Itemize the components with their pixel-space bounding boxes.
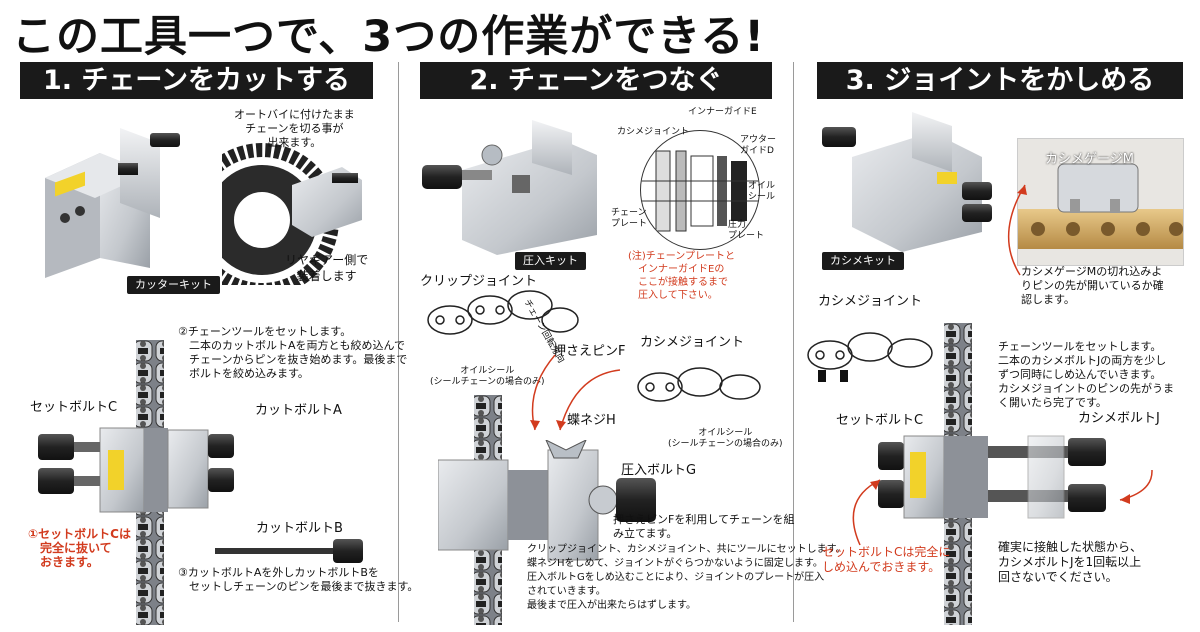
cutter-assembly-image — [38, 427, 234, 513]
gauge-arrow — [1007, 184, 1027, 276]
label-clip-joint: クリップジョイント — [420, 274, 538, 289]
zoom-detail — [640, 130, 760, 250]
note-set-bolt: セットボルトCは完全に しめ込んでおきます。 — [822, 545, 951, 574]
label-kashime-joint: カシメジョイント — [640, 335, 745, 350]
cutter-tool-image — [45, 128, 180, 278]
gauge-note: カシメゲージMの切れ込みよ りピンの先が開いているか確 認します。 — [1021, 265, 1164, 306]
label-push-pin-f: 押さえピンF — [553, 344, 626, 359]
label-cut-bolt-b: カットボルトB — [256, 521, 343, 536]
label-kashime-joint: カシメジョイント — [818, 294, 923, 309]
label-outer-guide: アウター ガイドD — [740, 135, 777, 156]
note-rear-gear: リヤギアー側で 装着します — [285, 253, 369, 283]
label-cut-bolt-a: カットボルトA — [255, 403, 342, 418]
label-pressure-plate: 圧力 プレート — [728, 220, 765, 241]
step-1-text: ①セットボルトCは 完全に抜いて おきます。 — [28, 527, 131, 569]
note-contact: 確実に接触した状態から、 カシメボルトJを1回転以上 回さないでください。 — [998, 540, 1143, 584]
caution-note: (注)チェーンプレートと インナーガイドEの ここが接触するまで 圧入して下さい… — [628, 251, 736, 301]
cut-bolt-b-image — [215, 539, 363, 563]
gauge-photo — [1017, 138, 1184, 266]
sprocket-image — [222, 143, 362, 285]
label-chain-plate: チェーン プレート — [611, 208, 648, 229]
label-inner-guide: インナーガイドE — [688, 107, 757, 117]
section-2-title: 2. チェーンをつなぐ — [420, 62, 772, 99]
kit-label: 圧入キット — [515, 252, 586, 270]
kit-label: カッターキット — [127, 276, 220, 294]
headline: この工具一つで、3つの作業ができる! — [12, 12, 765, 62]
label-oil-seal-2: オイルシール (シールチェーンの場合のみ) — [668, 428, 783, 449]
label-set-bolt-c: セットボルトC — [836, 413, 924, 428]
set-note: チェーンツールをセットします。 二本のカシメボルトJの両方を少し ずつ同時にしめ… — [998, 340, 1174, 409]
label-kashime-joint-zoom: カシメジョイント — [617, 127, 690, 137]
section-divider — [398, 62, 399, 622]
label-kashime-bolt-j: カシメボルトJ — [1078, 411, 1160, 426]
kashime-joint-image — [807, 332, 933, 382]
pointer-arrows — [530, 354, 621, 431]
kashime-tool-image — [822, 112, 992, 252]
section-1-title: 1. チェーンをカットする — [20, 62, 373, 99]
press-tool-image — [422, 120, 597, 255]
label-gauge-m: カシメゲージM — [1045, 152, 1134, 167]
note-push-pin: 押さえピンFを利用してチェーンを組 み立てます。 — [613, 513, 795, 540]
clip-joint-image — [427, 290, 579, 335]
step-3-text: ③カットボルトAを外しカットボルトBを セットしチェーンのピンを最後まで抜きます… — [178, 566, 419, 593]
label-wing-screw-h: 蝶ネジH — [567, 413, 616, 428]
section-3-arrows — [852, 470, 1153, 546]
kashime-assembly-image — [878, 435, 1106, 519]
instructions: クリップジョイント、カシメジョイント、共にツールにセットします。 蝶ネジHをしめ… — [527, 544, 846, 611]
label-set-bolt-c: セットボルトC — [30, 400, 118, 415]
note-on-bike: オートバイに付けたまま チェーンを切る事が 出来ます。 — [234, 108, 355, 149]
label-oil-seal-zoom: オイル シール — [748, 181, 776, 202]
section-divider — [793, 62, 794, 622]
press-assembly-image — [438, 440, 656, 561]
label-oil-seal-1: オイルシール (シールチェーンの場合のみ) — [430, 366, 545, 387]
kashime-joint-image — [637, 367, 761, 402]
step-2-text: ②チェーンツールをセットします。 二本のカットボルトAを両方とも絞め込んで チェ… — [178, 325, 408, 380]
kit-label: カシメキット — [822, 252, 904, 270]
label-press-bolt-g: 圧入ボルトG — [621, 463, 697, 478]
section-3-title: 3. ジョイントをかしめる — [817, 62, 1183, 99]
